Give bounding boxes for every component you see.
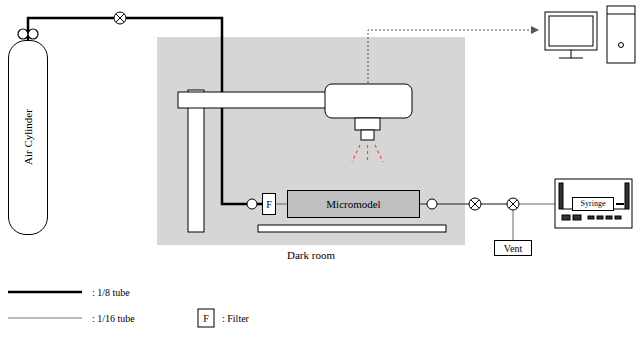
micromodel-box-label: Micromodel (326, 198, 380, 210)
base-plate (258, 225, 446, 232)
legend-text: : 1/8 tube (92, 287, 130, 298)
dark-room: Dark roomFMicromodel (157, 37, 465, 245)
valve-symbol (114, 12, 126, 24)
valve-symbol (469, 198, 519, 210)
air-cylinder-label: Air Cylinder (22, 110, 34, 166)
filter-box-label: F (266, 199, 272, 210)
legend-entry: : Filter (222, 313, 249, 324)
legend-line-thin (8, 318, 82, 319)
dark-room-label: Dark room (157, 249, 465, 261)
tube-line (276, 204, 287, 205)
syringe-body-label: Syringe (581, 200, 606, 209)
micromodel-box: Micromodel (287, 190, 420, 218)
legend-filter-box (198, 309, 214, 327)
air-cylinder: Air Cylinder (8, 40, 48, 235)
cylinder-valve (18, 29, 38, 39)
vent-box-label: Vent (504, 243, 522, 254)
vent-box: Vent (494, 240, 532, 256)
legend-entry: : 1/16 tube (92, 313, 135, 324)
legend-text: : 1/16 tube (92, 313, 135, 324)
computer (545, 6, 635, 63)
legend-line-thick (8, 291, 82, 294)
filter-box: F (262, 193, 276, 215)
syringe-body: Syringe (572, 197, 614, 211)
syringe-pump (555, 179, 632, 228)
legend-text: : Filter (222, 313, 249, 324)
legend-entry: : 1/8 tube (92, 287, 130, 298)
legend-filter-letter: F (203, 313, 209, 324)
